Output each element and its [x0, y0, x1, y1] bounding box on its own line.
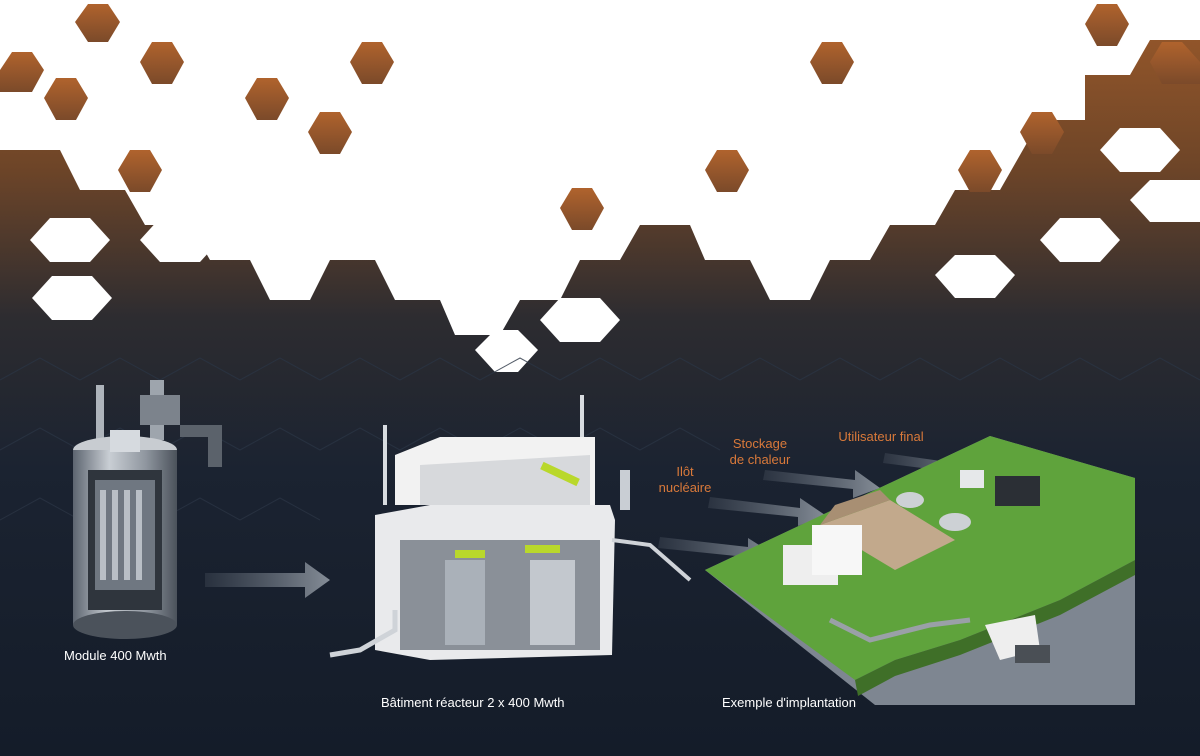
label-heat-storage-line1: Stockage — [732, 436, 788, 451]
arrow-module-to-building — [205, 562, 330, 598]
reactor-building-illustration — [329, 395, 692, 660]
label-heat-storage: Stockage de chaleur — [718, 436, 802, 468]
label-nuclear-island-line1: Ilôt — [676, 464, 694, 479]
label-heat-storage-line2: de chaleur — [729, 452, 791, 467]
reactor-module-illustration — [73, 380, 222, 639]
label-end-user: Utilisateur final — [838, 429, 924, 444]
white-hex-band — [0, 0, 1200, 335]
label-nuclear-island-line2: nucléaire — [658, 480, 712, 495]
site-illustration — [705, 436, 1135, 705]
caption-building: Bâtiment réacteur 2 x 400 Mwth — [381, 695, 565, 710]
orange-hexagons — [0, 4, 1200, 230]
white-hexagons — [30, 128, 1200, 372]
caption-site: Exemple d'implantation — [722, 695, 856, 710]
caption-module: Module 400 Mwth — [64, 648, 167, 663]
label-nuclear-island: Ilôt nucléaire — [650, 464, 720, 496]
